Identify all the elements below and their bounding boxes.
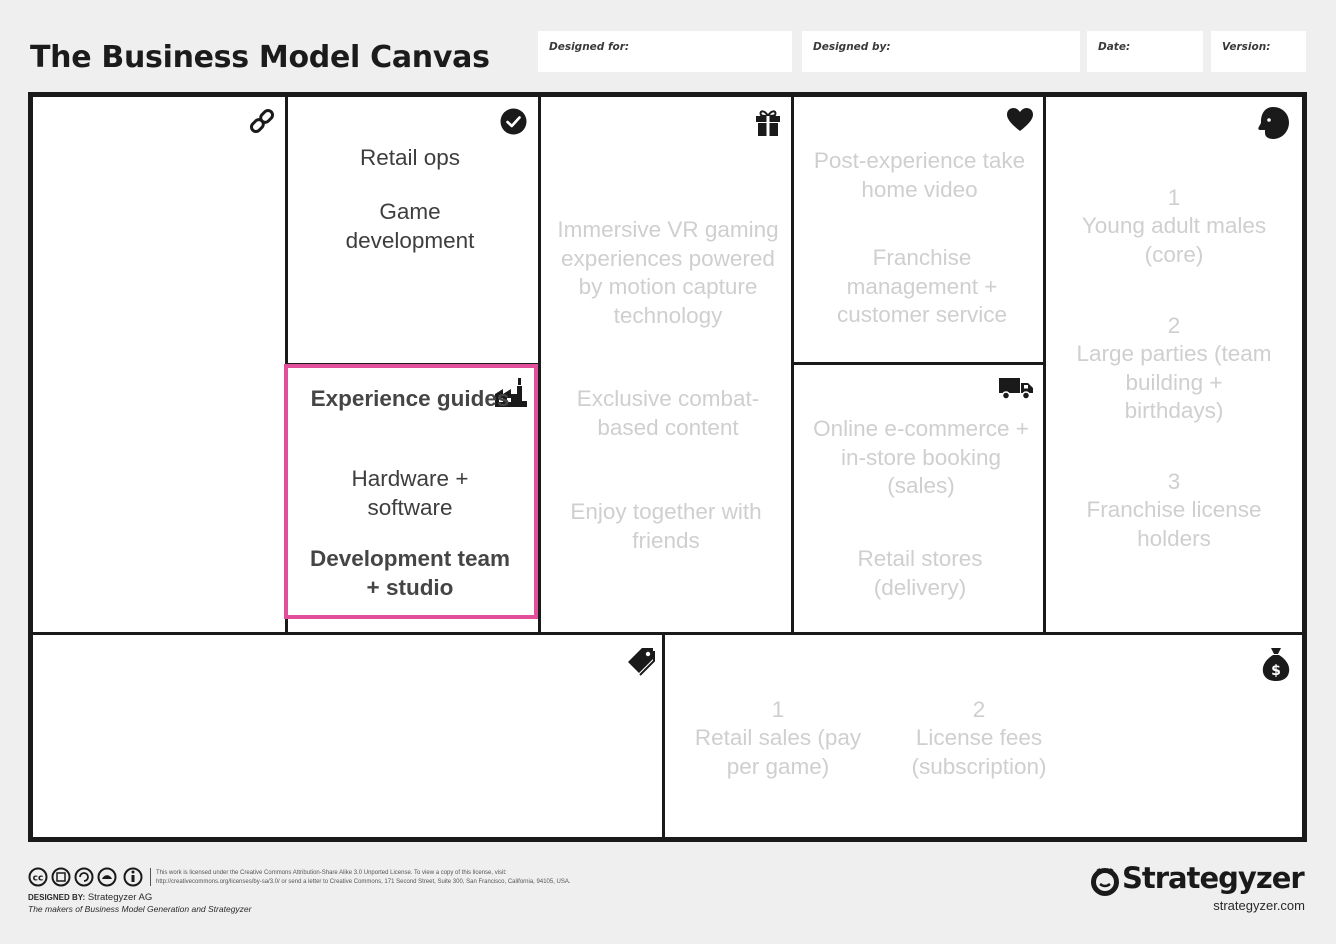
makers-text: The makers of Business Model Generation … (28, 904, 252, 914)
version-label: Version: (1222, 41, 1271, 53)
key-resource-item: Experience guides (310, 386, 510, 411)
revenue-stream-item: Retail sales (pay per game) (694, 725, 862, 779)
designed-by-footer: DESIGNED BY: Strategyzer AG (28, 892, 152, 903)
designed-by-field[interactable]: Designed by: (802, 31, 1080, 72)
designed-by-footer-label: DESIGNED BY: (28, 893, 86, 902)
key-partners-block[interactable] (33, 97, 285, 632)
svg-text:cc: cc (33, 874, 44, 884)
customer-segment-number: 1 (1167, 185, 1181, 210)
date-label: Date: (1098, 41, 1131, 53)
divider (150, 868, 151, 886)
value-proposition-item: Enjoy together with friends (570, 499, 762, 553)
channel-item: Retail stores (delivery) (857, 546, 983, 600)
license-text-2: http://creativecommons.org/licenses/by-s… (156, 879, 571, 885)
customer-relationship-item: Post-experience take home video (813, 148, 1026, 202)
key-resource-item: Development team + studio (309, 546, 511, 600)
page-title: The Business Model Canvas (30, 40, 490, 75)
customer-segment-item: Franchise license holders (1086, 497, 1262, 551)
customer-segment-number: 2 (1167, 313, 1181, 338)
customer-relationship-item: Franchise management + customer service (836, 245, 1008, 327)
customer-segment-number: 3 (1167, 469, 1181, 494)
designed-for-label: Designed for: (549, 41, 630, 53)
creative-commons-icons: cc (28, 867, 143, 887)
head-icon (1258, 107, 1289, 139)
designed-for-field[interactable]: Designed for: (538, 31, 792, 72)
svg-text:$: $ (1271, 663, 1281, 679)
strategyzer-brand: Strategyzer (1122, 861, 1305, 895)
factory-icon (495, 378, 527, 407)
designed-by-footer-value: Strategyzer AG (87, 892, 153, 903)
value-proposition-item: Immersive VR gaming experiences powered … (557, 217, 779, 328)
revenue-stream-number: 1 (771, 697, 785, 722)
divider (662, 632, 665, 837)
channel-item: Online e-commerce + in-store booking (sa… (813, 416, 1029, 498)
checkmark-icon (500, 108, 527, 135)
gift-icon (756, 110, 780, 136)
truck-icon (999, 378, 1033, 400)
key-activity-item: Game development (345, 199, 475, 253)
revenue-stream-number: 2 (972, 697, 986, 722)
customer-segment-item: Large parties (team building + birthdays… (1076, 341, 1272, 423)
strategyzer-url[interactable]: strategyzer.com (1213, 898, 1305, 913)
heart-icon (1007, 108, 1033, 131)
key-resources-highlight[interactable] (284, 364, 538, 619)
customer-segment-item: Young adult males (core) (1081, 213, 1267, 267)
divider (538, 97, 541, 635)
price-tag-icon (628, 648, 655, 676)
link-icon (249, 108, 275, 134)
money-bag-icon: $ (1262, 648, 1290, 681)
version-field[interactable]: Version: (1211, 31, 1306, 72)
divider (791, 362, 1046, 365)
license-text: This work is licensed under the Creative… (156, 870, 507, 876)
divider (1043, 97, 1046, 635)
date-field[interactable]: Date: (1087, 31, 1203, 72)
business-model-canvas (28, 92, 1307, 842)
cost-structure-block[interactable] (33, 635, 663, 837)
key-activity-item: Retail ops (359, 145, 461, 170)
revenue-stream-item: License fees (subscription) (911, 725, 1047, 779)
divider (33, 632, 1302, 635)
strategyzer-logo-icon (1091, 868, 1119, 896)
divider (791, 97, 794, 635)
key-resource-item: Hardware + software (351, 466, 469, 520)
designed-by-label: Designed by: (813, 41, 891, 53)
value-proposition-item: Exclusive combat-based content (576, 386, 760, 440)
